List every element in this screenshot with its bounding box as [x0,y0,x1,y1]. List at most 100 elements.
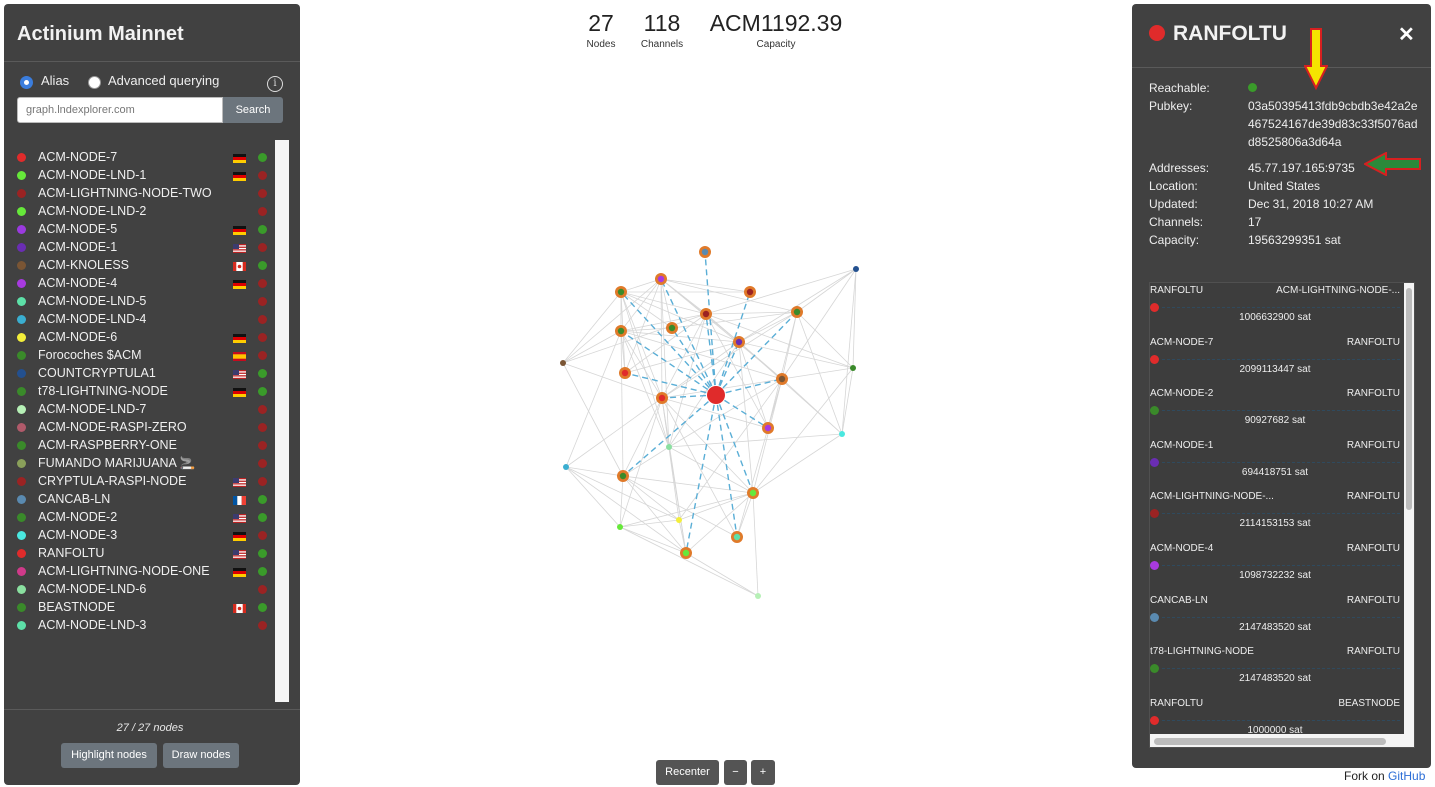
node-list-item[interactable]: FUMANDO MARIJUANA 🚬 [4,455,274,473]
github-link[interactable]: GitHub [1388,769,1426,783]
channel-list-vertical-thumb[interactable] [1406,288,1412,510]
channel-list-vertical-scrollbar[interactable] [1404,283,1414,747]
graph-node[interactable] [619,472,627,480]
graph-node[interactable] [778,375,786,383]
highlight-nodes-button[interactable]: Highlight nodes [61,743,157,768]
updated-value: Dec 31, 2018 10:27 AM [1248,197,1374,211]
node-list-item[interactable]: ACM-NODE-5 [4,221,274,239]
channel-edge [565,466,621,528]
node-list-item[interactable]: COUNTCRYPTULA1 [4,365,274,383]
status-dot [258,513,267,522]
graph-node[interactable] [676,517,682,523]
node-color-dot [17,495,26,504]
graph-node[interactable] [621,369,629,377]
node-list-item[interactable]: ACM-NODE-LND-1 [4,167,274,185]
channel-node-a: RANFOLTU [1150,697,1204,709]
graph-node[interactable] [764,424,772,432]
node-list-item[interactable]: ACM-KNOLESS [4,257,274,275]
status-dot [258,441,267,450]
advanced-query-label[interactable]: Advanced querying [108,73,220,88]
node-list-item[interactable]: ACM-NODE-LND-6 [4,581,274,599]
graph-node[interactable] [701,248,709,256]
channel-list-horizontal-thumb[interactable] [1154,738,1386,745]
channel-edge [738,341,854,369]
search-input[interactable] [17,97,223,123]
graph-node[interactable] [658,394,666,402]
zoom-out-button[interactable]: − [724,760,747,785]
draw-nodes-button[interactable]: Draw nodes [163,743,239,768]
recenter-button[interactable]: Recenter [656,760,719,785]
graph-node[interactable] [617,524,623,530]
node-alias: ACM-NODE-7 [38,150,118,164]
node-list-item[interactable]: ACM-NODE-LND-2 [4,203,274,221]
channel-edge [565,466,624,477]
country-flag-icon [233,352,246,361]
graph-node[interactable] [839,431,845,437]
graph-node[interactable] [755,593,761,599]
graph-node[interactable] [668,324,676,332]
close-icon[interactable]: ✕ [1398,24,1415,46]
node-list-item[interactable]: ACM-NODE-RASPI-ZERO [4,419,274,437]
graph-node[interactable] [682,549,690,557]
node-list-item[interactable]: ACM-NODE-3 [4,527,274,545]
graph-node[interactable] [850,365,856,371]
zoom-in-button[interactable]: + [751,760,775,785]
graph-node[interactable] [666,444,672,450]
node-list-item[interactable]: CRYPTULA-RASPI-NODE [4,473,274,491]
network-graph[interactable] [300,0,1130,787]
status-dot [258,495,267,504]
node-list-item[interactable]: RANFOLTU [4,545,274,563]
node-list-item[interactable]: t78-LIGHTNING-NODE [4,383,274,401]
graph-node[interactable] [702,310,710,318]
node-list-item[interactable]: ACM-NODE-LND-5 [4,293,274,311]
node-list-item[interactable]: ACM-LIGHTNING-NODE-TWO [4,185,274,203]
channel-edge [661,313,707,399]
graph-node[interactable] [657,275,665,283]
alias-mode-radio[interactable] [20,76,33,89]
channel-edge [685,492,754,554]
node-list-item[interactable]: ACM-NODE-1 [4,239,274,257]
alias-mode-label[interactable]: Alias [41,73,70,88]
node-list-item[interactable]: ACM-NODE-LND-7 [4,401,274,419]
node-list-item[interactable]: ACM-NODE-7 [4,149,274,167]
pubkey-value: 03a50395413fdb9cbdb3e42a2e467524167de39d… [1248,99,1418,149]
node-list-item[interactable]: BEASTNODE [4,599,274,617]
selected-graph-node[interactable] [707,386,725,404]
node-list-item[interactable]: ACM-NODE-LND-4 [4,311,274,329]
graph-node[interactable] [749,489,757,497]
graph-node[interactable] [746,288,754,296]
node-list-item[interactable]: ACM-LIGHTNING-NODE-ONE [4,563,274,581]
graph-node[interactable] [853,266,859,272]
channel-edge [622,475,754,494]
graph-node[interactable] [617,327,625,335]
info-icon[interactable]: i [267,76,283,92]
channel-edge [736,378,783,538]
node-list-item[interactable]: ACM-NODE-LND-3 [4,617,274,635]
graph-node[interactable] [560,360,566,366]
node-list-item[interactable]: CANCAB-LN [4,491,274,509]
node-list-scrollbar[interactable] [275,140,289,702]
graph-node[interactable] [733,533,741,541]
graph-nodes[interactable] [560,246,859,599]
graph-node[interactable] [735,338,743,346]
advanced-query-radio[interactable] [88,76,101,89]
search-button[interactable]: Search [223,97,283,123]
graph-node[interactable] [563,464,569,470]
node-list-item[interactable]: ACM-RASPBERRY-ONE [4,437,274,455]
graph-node[interactable] [617,288,625,296]
node-list-item[interactable]: Forocoches $ACM [4,347,274,365]
node-alias: CRYPTULA-RASPI-NODE [38,474,187,488]
node-list-item[interactable]: ACM-NODE-6 [4,329,274,347]
node-list-item[interactable]: ACM-NODE-2 [4,509,274,527]
node-list-item[interactable]: ACM-NODE-4 [4,275,274,293]
graph-node[interactable] [793,308,801,316]
